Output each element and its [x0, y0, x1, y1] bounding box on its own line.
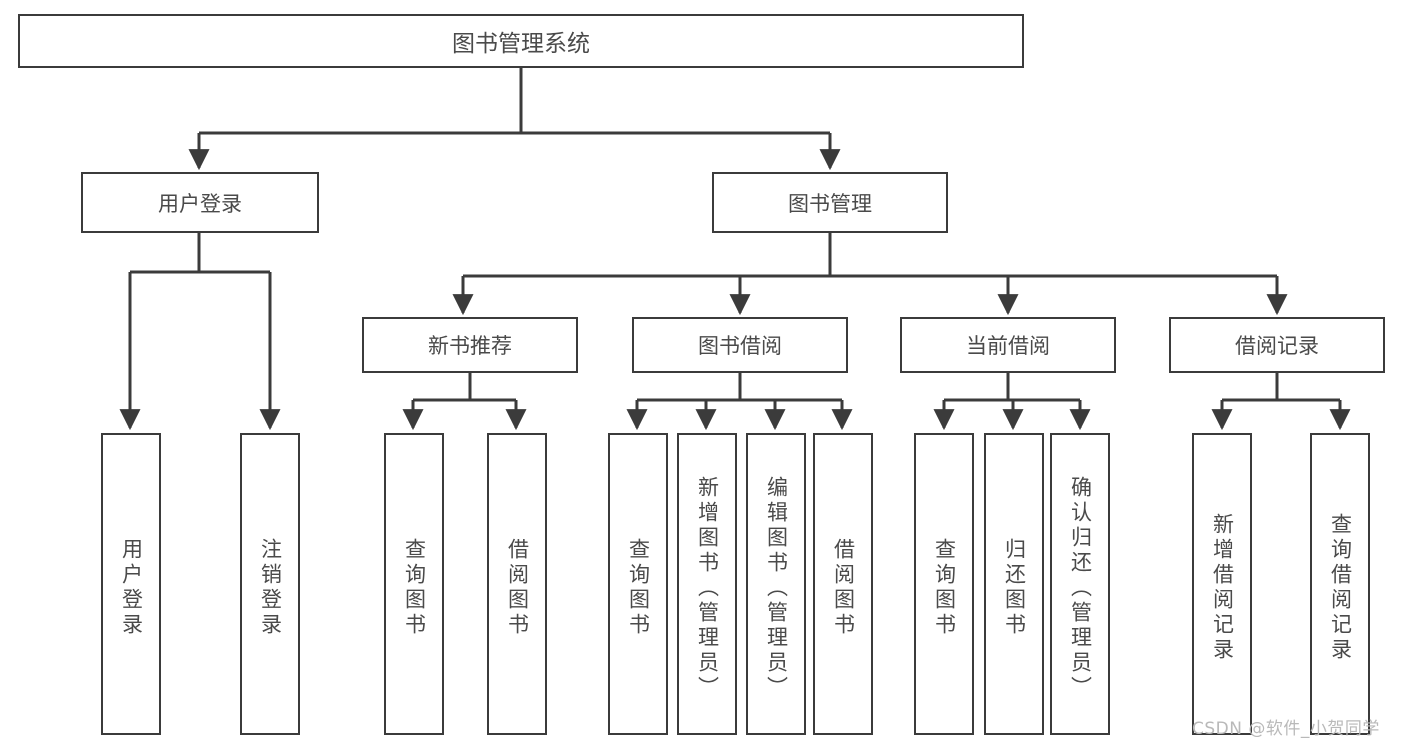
- leaf-return-book-label: 归还图书: [1002, 538, 1027, 638]
- leaf-user-login-label: 用户登录: [119, 538, 144, 638]
- leaf-query-book-1[interactable]: 查询图书: [384, 433, 444, 735]
- node-root-label: 图书管理系统: [452, 31, 590, 57]
- leaf-confirm-return-label: 确认归还（管理员）: [1068, 476, 1093, 701]
- node-new-book-recommend-label: 新书推荐: [428, 334, 512, 358]
- leaf-add-record[interactable]: 新增借阅记录: [1192, 433, 1252, 735]
- node-root[interactable]: 图书管理系统: [18, 14, 1024, 68]
- node-borrow-record-label: 借阅记录: [1235, 334, 1319, 358]
- leaf-query-book-3-label: 查询图书: [932, 538, 957, 638]
- leaf-confirm-return[interactable]: 确认归还（管理员）: [1050, 433, 1110, 735]
- watermark-text: CSDN @软件_小贺同学: [1192, 719, 1380, 739]
- node-new-book-recommend[interactable]: 新书推荐: [362, 317, 578, 373]
- node-book-borrow[interactable]: 图书借阅: [632, 317, 848, 373]
- leaf-user-logout-label: 注销登录: [258, 538, 283, 638]
- leaf-add-book-label: 新增图书（管理员）: [695, 476, 720, 701]
- leaf-query-record-label: 查询借阅记录: [1328, 513, 1353, 663]
- node-user-login[interactable]: 用户登录: [81, 172, 319, 233]
- leaf-user-logout[interactable]: 注销登录: [240, 433, 300, 735]
- leaf-borrow-book-2-label: 借阅图书: [831, 538, 856, 638]
- node-borrow-record[interactable]: 借阅记录: [1169, 317, 1385, 373]
- node-book-manage-label: 图书管理: [788, 191, 872, 216]
- leaf-query-book-2-label: 查询图书: [626, 538, 651, 638]
- leaf-edit-book-label: 编辑图书（管理员）: [764, 476, 789, 701]
- node-user-login-label: 用户登录: [158, 191, 242, 216]
- leaf-edit-book[interactable]: 编辑图书（管理员）: [746, 433, 806, 735]
- leaf-query-book-1-label: 查询图书: [402, 538, 427, 638]
- leaf-query-record[interactable]: 查询借阅记录: [1310, 433, 1370, 735]
- leaf-user-login[interactable]: 用户登录: [101, 433, 161, 735]
- leaf-borrow-book-1-label: 借阅图书: [505, 538, 530, 638]
- node-book-borrow-label: 图书借阅: [698, 334, 782, 358]
- node-current-borrow-label: 当前借阅: [966, 334, 1050, 358]
- node-current-borrow[interactable]: 当前借阅: [900, 317, 1116, 373]
- leaf-query-book-2[interactable]: 查询图书: [608, 433, 668, 735]
- leaf-add-book[interactable]: 新增图书（管理员）: [677, 433, 737, 735]
- leaf-query-book-3[interactable]: 查询图书: [914, 433, 974, 735]
- node-book-manage[interactable]: 图书管理: [712, 172, 948, 233]
- leaf-return-book[interactable]: 归还图书: [984, 433, 1044, 735]
- leaf-borrow-book-2[interactable]: 借阅图书: [813, 433, 873, 735]
- leaf-add-record-label: 新增借阅记录: [1210, 513, 1235, 663]
- leaf-borrow-book-1[interactable]: 借阅图书: [487, 433, 547, 735]
